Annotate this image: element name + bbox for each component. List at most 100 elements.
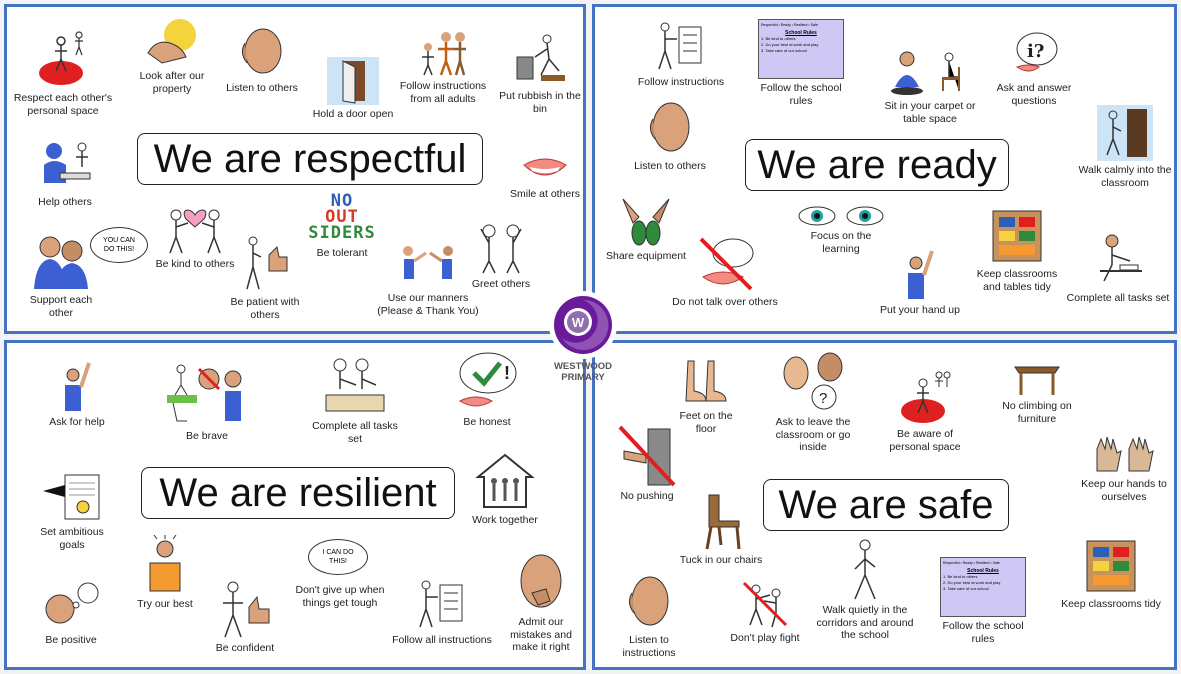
safe-item: Respectful • Ready • Resilient • Safe Sc… <box>933 557 1033 645</box>
feet-icon <box>671 357 741 407</box>
rules-card-header: Respectful • Ready • Resilient • Safe <box>943 561 1000 565</box>
resilient-item: Try our best <box>125 535 205 611</box>
desk-work-icon <box>307 355 403 417</box>
eyes-icon <box>791 205 891 227</box>
resilient-item: Don't give up when things get tough <box>285 579 395 609</box>
shelves-icon <box>967 207 1067 265</box>
safe-item: Listen to instructions <box>613 573 685 659</box>
speech-bubble: I CAN DO THIS! <box>307 539 369 575</box>
safe-item: Tuck in our chairs <box>675 491 767 567</box>
ready-item: Follow instructions <box>631 19 731 89</box>
ready-item: i? Ask and answer questions <box>989 31 1079 107</box>
ready-item: Listen to others <box>625 99 715 173</box>
safe-item: Keep our hands to ourselves <box>1069 431 1174 503</box>
respectful-title: We are respectful <box>137 133 483 185</box>
respectful-item: Put rubbish in the bin <box>495 31 583 115</box>
ready-item: Keep classrooms and tables tidy <box>967 207 1067 293</box>
ready-item: Focus on the learning <box>791 205 891 255</box>
ready-title: We are ready <box>745 139 1009 191</box>
resilient-panel: We are resilient Ask for help Be brave C… <box>4 340 586 670</box>
ready-item: Respectful • Ready • Resilient • Safe Sc… <box>751 19 851 107</box>
rules-card-line: 1. Be kind to others <box>943 574 978 579</box>
respectful-item: Hold a door open <box>307 57 399 121</box>
respectful-item: Look after our property <box>127 17 217 95</box>
share-hands-icon <box>601 191 691 247</box>
safe-item: No pushing <box>609 425 685 503</box>
rules-card-header: Respectful • Ready • Resilient • Safe <box>761 23 818 27</box>
school-logo: W WESTWOOD PRIMARY <box>543 290 623 383</box>
table-icon <box>987 357 1087 397</box>
logo-emblem-icon: W <box>549 291 617 359</box>
resilient-item: Follow all instructions <box>385 577 499 647</box>
respectful-item: Respect each other's personal space <box>13 27 113 117</box>
rules-card-line: 2. Do your best at work and play <box>943 580 1001 585</box>
svg-text:i?: i? <box>1027 41 1044 62</box>
no-outsiders-line: OUT <box>325 207 359 227</box>
ready-item: Walk calmly into the classroom <box>1075 105 1174 189</box>
respectful-item: Follow instructions from all adults <box>395 29 491 105</box>
ready-item: Sit in your carpet or table space <box>875 47 985 125</box>
rules-card-line: 2. Do your best at work and play <box>761 42 819 47</box>
respectful-item: Support each other <box>21 233 101 319</box>
hands-care-icon <box>127 17 217 67</box>
help-desk-icon <box>25 137 105 193</box>
support-people-icon <box>21 233 101 291</box>
personal-space-icon <box>879 369 971 425</box>
resilient-item: Be positive <box>31 581 111 647</box>
brave-icon <box>157 361 257 427</box>
safe-item: Feet on the floor <box>671 357 741 435</box>
resilient-item: Set ambitious goals <box>27 471 117 551</box>
respectful-item: Smile at others <box>503 155 583 201</box>
speech-bubble-text: YOU CAN DO THIS! <box>103 237 135 253</box>
safe-item: Be aware of personal space <box>879 369 971 453</box>
desk-work-icon <box>1065 231 1171 289</box>
safe-item: Walk quietly in the corridors and around… <box>815 539 915 642</box>
resilient-item: Be confident <box>203 579 287 655</box>
ready-item: Share equipment <box>601 191 691 263</box>
no-outsiders-icon: NO OUT SIDERS <box>297 193 387 243</box>
door-icon <box>307 57 399 105</box>
honest-tick-icon: ! <box>447 351 527 413</box>
sitting-icon <box>875 47 985 97</box>
hands-icon <box>1069 431 1174 475</box>
respectful-item: NO OUT SIDERS Be tolerant <box>297 193 387 260</box>
respectful-panel: We are respectful Respect each other's p… <box>4 4 586 334</box>
chair-icon <box>675 491 767 551</box>
hand-up-icon <box>37 355 117 413</box>
svg-text:?: ? <box>819 390 827 407</box>
resilient-item: Be brave <box>157 361 257 443</box>
shelves-icon <box>1061 537 1161 595</box>
checklist-person-icon <box>631 19 731 73</box>
respectful-item: Help others <box>25 137 105 209</box>
ready-item: Complete all tasks set <box>1065 231 1171 305</box>
no-outsiders-line: SIDERS <box>308 223 376 243</box>
listening-ear-icon <box>613 573 685 631</box>
ready-item: Put your hand up <box>875 243 965 317</box>
personal-space-icon <box>13 27 113 89</box>
positive-thought-icon <box>31 581 111 631</box>
respectful-item: Be patient with others <box>219 231 311 321</box>
resilient-item: ! Be honest <box>447 351 527 429</box>
safe-item: ? Ask to leave the classroom or go insid… <box>763 351 863 454</box>
rubbish-bin-icon <box>495 31 583 87</box>
house-group-icon <box>465 451 545 511</box>
manners-icon <box>373 239 483 289</box>
listening-ear-icon <box>217 25 307 79</box>
goal-certificate-icon <box>27 471 117 523</box>
respectful-item: Greet others <box>463 217 539 291</box>
school-rules-card-icon: Respectful • Ready • Resilient • Safe Sc… <box>758 19 844 79</box>
wave-icon <box>463 217 539 275</box>
safe-item: Don't play fight <box>719 579 811 645</box>
resilient-title: We are resilient <box>141 467 455 519</box>
question-bubble-icon: i? <box>989 31 1079 79</box>
resilient-item: Work together <box>465 451 545 527</box>
heart-people-icon <box>145 197 245 255</box>
logo-letter: W <box>572 315 585 330</box>
speech-bubble: YOU CAN DO THIS! <box>89 227 149 263</box>
respectful-item: Listen to others <box>217 25 307 95</box>
hand-up-icon <box>875 243 965 301</box>
resilient-item: Ask for help <box>37 355 117 429</box>
respectful-item: Use our manners (Please & Thank You) <box>373 239 483 317</box>
confident-icon <box>203 579 287 639</box>
safe-panel: We are safe Feet on the floor ? Ask to l… <box>592 340 1177 670</box>
